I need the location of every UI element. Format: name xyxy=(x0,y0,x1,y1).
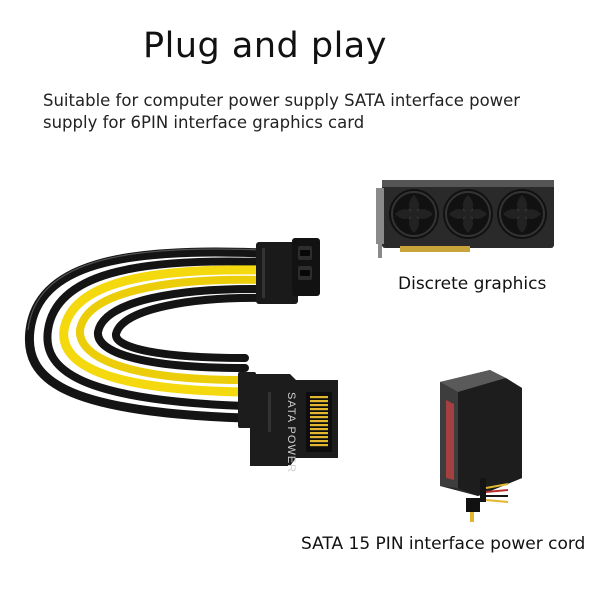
page-title: Plug and play xyxy=(143,26,387,66)
yellow-wire-1 xyxy=(59,265,267,397)
caption-discrete-graphics: Discrete graphics xyxy=(398,274,547,294)
yellow-wire-2 xyxy=(75,275,266,384)
gpu-fan-1 xyxy=(389,189,439,239)
black-wire-3 xyxy=(94,284,266,372)
six-pin-connector xyxy=(256,238,320,304)
black-wire-outer-top xyxy=(24,247,267,423)
page-subtitle: Suitable for computer power supply SATA … xyxy=(43,91,521,132)
sata-connector: SATA POWER xyxy=(238,372,338,473)
pc-case-image xyxy=(440,370,522,522)
adapter-cable-image: SATA POWER xyxy=(24,238,338,473)
graphics-card-image xyxy=(376,180,554,258)
gpu-fan-3 xyxy=(497,189,547,239)
caption-sata-power-cord: SATA 15 PIN interface power cord xyxy=(301,534,586,554)
black-wire-inner xyxy=(112,293,266,362)
sata-connector-label: SATA POWER xyxy=(285,392,297,473)
black-wire-2 xyxy=(43,257,266,410)
gpu-fan-2 xyxy=(443,189,493,239)
